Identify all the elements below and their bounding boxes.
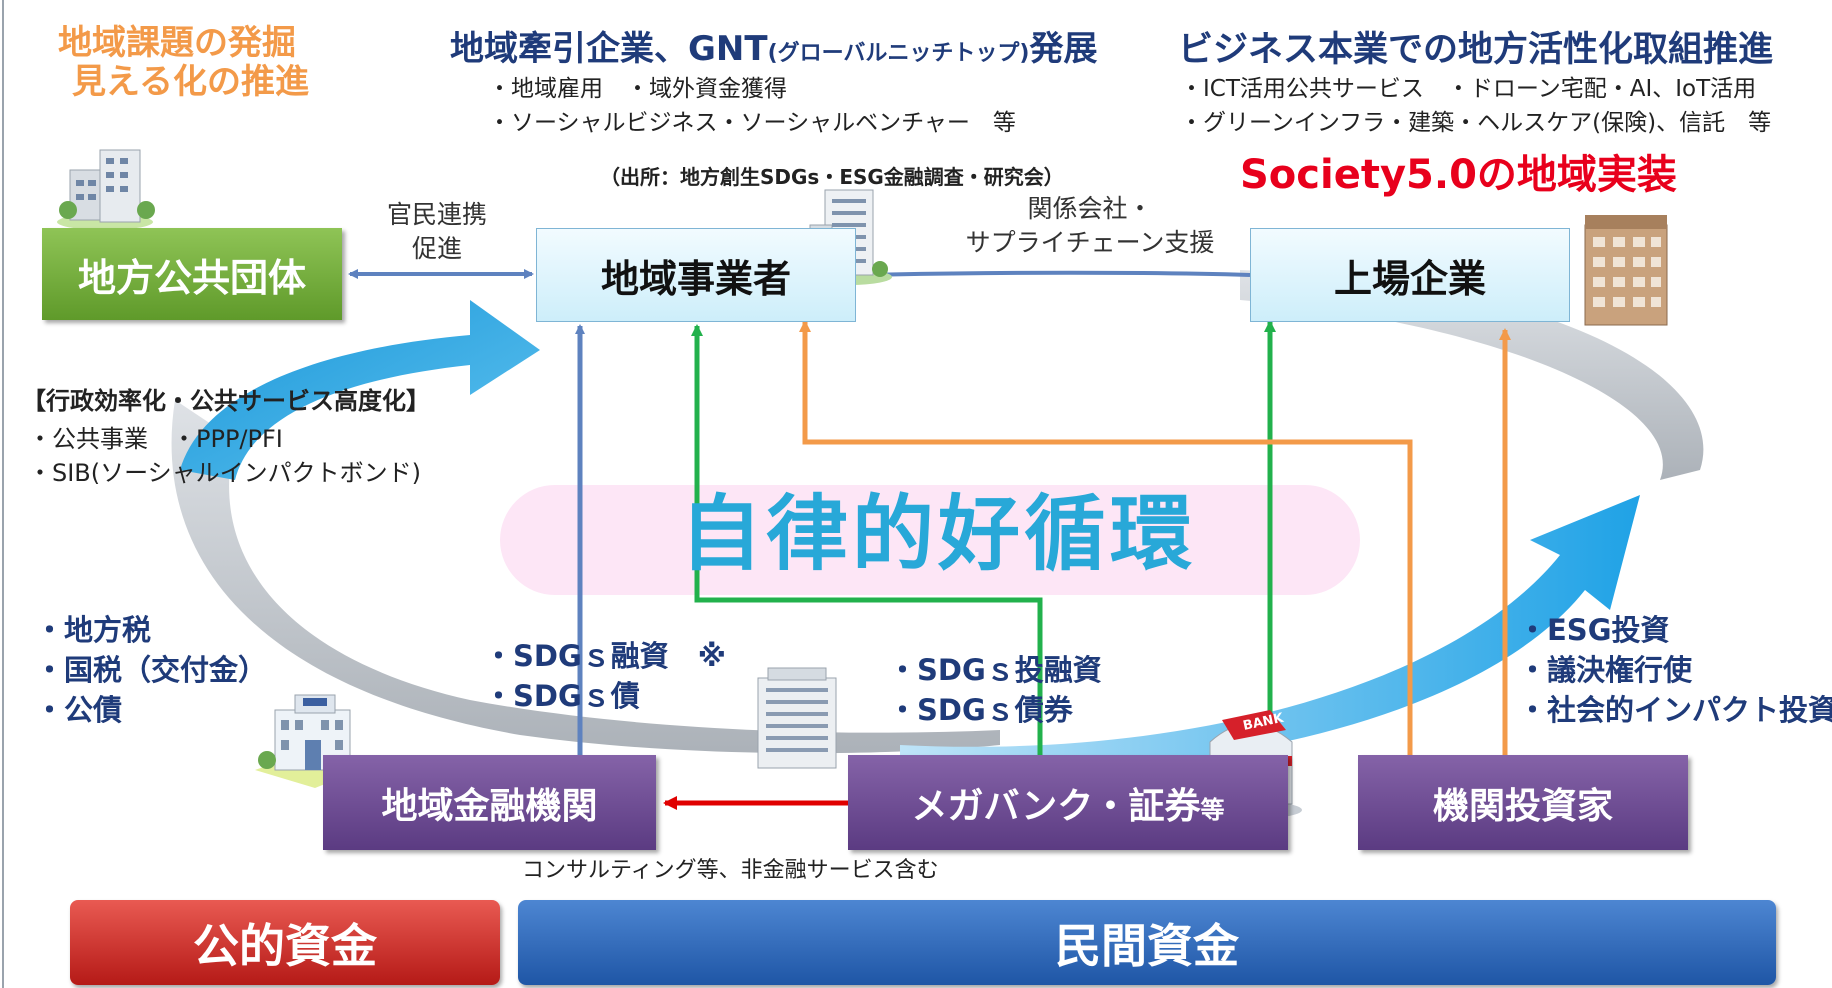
heading-regional-issues: 地域課題の発掘 見える化の推進 <box>58 23 309 103</box>
heading-title-end: 発展 <box>1029 29 1098 69</box>
center-ellipse <box>500 485 1360 595</box>
society5-heading: Society5.0の地域実装 <box>1240 152 1677 198</box>
bullet-item: ・ソーシャルビジネス・ソーシャルベンチャー 等 <box>488 110 1016 136</box>
megabank-label: メガバンク・証券 <box>911 785 1201 827</box>
bar-public-funds: 公的資金 <box>70 900 500 985</box>
node-local-government: 地方公共団体 <box>42 228 342 320</box>
admin-efficiency-bullets: ・公共事業 ・PPP/PFI ・SIB(ソーシャルインパクトボンド) <box>28 422 421 490</box>
list-item: ・社会的インパクト投資 <box>1518 693 1832 727</box>
heading-title: 地域牽引企業、GNT <box>450 29 768 69</box>
megabank-suffix: 等 <box>1200 796 1225 824</box>
heading-line-2: 見える化の推進 <box>72 62 309 103</box>
list-mega-instruments: ・SDGｓ投融資 ・SDGｓ債券 <box>888 650 1102 730</box>
office-tower-icon <box>757 667 837 769</box>
list-item: ・SDGｓ債券 <box>888 693 1073 727</box>
list-public-funding: ・地方税 ・国税（交付金） ・公債 <box>35 610 267 730</box>
list-item: ・議決権行使 <box>1518 653 1693 687</box>
node-regional-finance: 地域金融機関 <box>323 755 656 850</box>
edge-label-consulting: コンサルティング等、非金融サービス含む <box>522 858 939 883</box>
edge-label-line: サプライチェーン支援 <box>965 228 1215 257</box>
regional-leaders-bullets: ・地域雇用 ・域外資金獲得 ・ソーシャルビジネス・ソーシャルベンチャー 等 <box>488 72 1016 140</box>
list-item: ・SDGｓ投融資 <box>888 653 1102 687</box>
edge-label-line: 促進 <box>411 234 462 263</box>
arrow-listed-to-business <box>864 269 1251 280</box>
source-note: （出所：地方創生SDGs・ESG金融調査・研究会） <box>600 165 1064 189</box>
heading-regional-leaders: 地域牽引企業、GNT(グローバルニッチトップ)発展 <box>450 29 1098 69</box>
list-item: ・SDGｓ融資 ※ <box>484 639 726 673</box>
bullet-item: ・公共事業 ・PPP/PFI <box>28 425 283 453</box>
list-item: ・SDGｓ債 <box>484 679 640 713</box>
list-item: ・公債 <box>35 693 123 727</box>
business-activation-bullets: ・ICT活用公共サービス ・ドローン宅配・AI、IoT活用 ・グリーンインフラ・… <box>1180 72 1771 140</box>
admin-efficiency-title: 【行政効率化・公共サービス高度化】 <box>22 387 430 415</box>
heading-line-1: 地域課題の発掘 <box>58 23 296 63</box>
bullet-item: ・SIB(ソーシャルインパクトボンド) <box>28 459 422 487</box>
node-local-business: 地域事業者 <box>536 228 856 322</box>
node-listed-company: 上場企業 <box>1250 228 1570 322</box>
bullet-item: ・ICT活用公共サービス ・ドローン宅配・AI、IoT活用 <box>1180 76 1757 102</box>
arrow-mega-to-business <box>691 324 1043 755</box>
heading-title-small: (グローバルニッチトップ) <box>767 41 1030 66</box>
arrow-investor-to-business <box>799 320 1413 755</box>
cycle-arrow-upper-left <box>180 300 540 480</box>
skyscraper-icon <box>1584 215 1668 326</box>
bar-private-funds: 民間資金 <box>518 900 1776 985</box>
edge-label-public-private: 官民連携 促進 <box>372 198 502 266</box>
government-building-icon <box>57 149 155 230</box>
node-institutional-investors: 機関投資家 <box>1358 755 1688 850</box>
list-item: ・ESG投資 <box>1518 613 1670 647</box>
list-regional-instruments: ・SDGｓ融資 ※ ・SDGｓ債 <box>484 636 726 716</box>
heading-business-activation: ビジネス本業での地方活性化取組推進 <box>1178 30 1774 70</box>
bullet-item: ・グリーンインフラ・建築・ヘルスケア(保険)、信託 等 <box>1180 110 1772 136</box>
edge-label-line: 関係会社・ <box>1027 194 1153 223</box>
edge-label-affiliates: 関係会社・ サプライチェーン支援 <box>965 192 1215 260</box>
bullet-item: ・地域雇用 ・域外資金獲得 <box>488 76 787 102</box>
list-item: ・地方税 <box>35 613 152 647</box>
list-item: ・国税（交付金） <box>35 653 268 687</box>
edge-label-line: 官民連携 <box>386 200 487 229</box>
list-investor-actions: ・ESG投資 ・議決権行使 ・社会的インパクト投資 <box>1518 610 1832 730</box>
center-label-virtuous-cycle: 自律的好循環 <box>680 487 1197 582</box>
node-megabank: メガバンク・証券等 <box>848 755 1288 850</box>
